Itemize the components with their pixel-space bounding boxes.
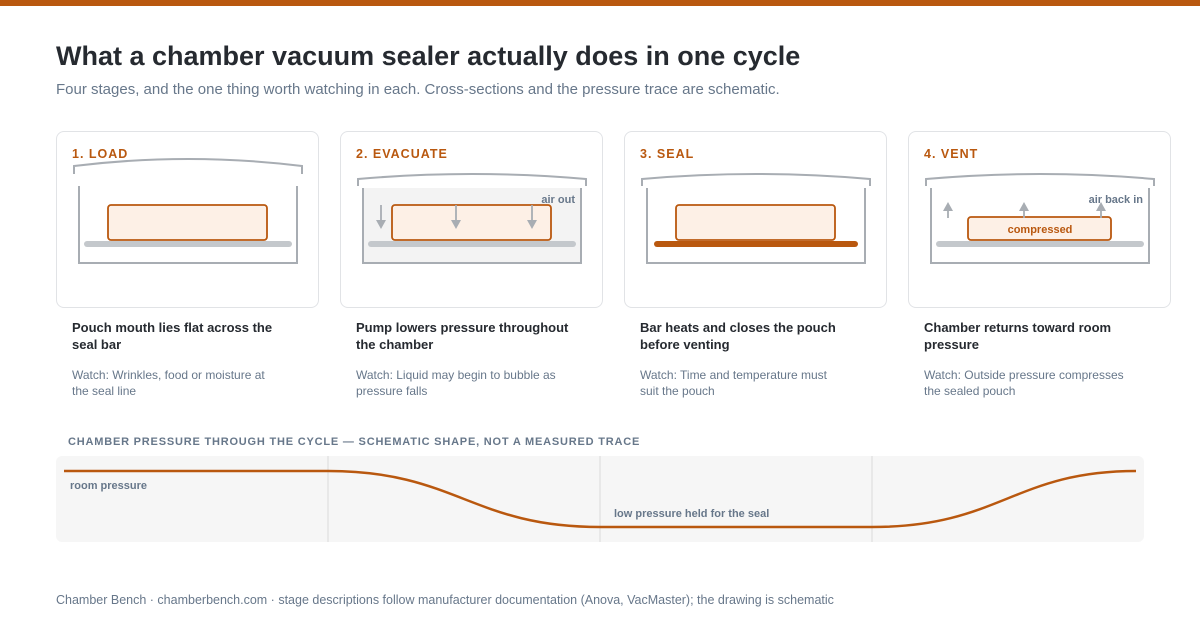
pouch: [391, 204, 552, 241]
chamber-walls: [930, 188, 1150, 264]
stage-watch-note: Watch: Liquid may begin to bubble as pre…: [356, 368, 556, 398]
pressure-trace-title: CHAMBER PRESSURE THROUGH THE CYCLE — SCH…: [68, 436, 641, 448]
chamber-walls: [362, 188, 582, 264]
chamber-lid: [641, 173, 871, 186]
stage-heading: Pouch mouth lies flat across the seal ba…: [72, 320, 273, 352]
trace-label-room-pressure: room pressure: [70, 480, 148, 492]
stage-watch-note: Watch: Wrinkles, food or moisture at the…: [72, 368, 265, 398]
stage-card-load: 1. LOAD: [56, 131, 319, 308]
chamber-diagram-seal: [641, 173, 871, 264]
page-subtitle: Four stages, and the one thing worth wat…: [56, 81, 780, 98]
pouch: [107, 204, 268, 241]
chamber-diagram-load: [73, 158, 303, 264]
compressed-pouch: [967, 216, 1112, 241]
stage-label: 3. SEAL: [640, 147, 695, 161]
chamber-lid: [925, 173, 1155, 186]
annotation-air-back-in: air back in: [1089, 194, 1144, 206]
air-in-arrows: [943, 202, 1106, 218]
stage-card-evacuate: air out 2. EVACUATE: [340, 131, 603, 308]
chamber-lid: [357, 173, 587, 186]
pouch-label-compressed: compressed: [1008, 224, 1073, 236]
stage-card-vent: air back in compressed 4. VENT: [908, 131, 1171, 308]
pressure-trace-chart: [64, 456, 1137, 542]
stage-heading: Chamber returns toward room pressure: [924, 320, 1112, 352]
stage-label: 4. VENT: [924, 147, 979, 161]
chamber-walls: [78, 186, 298, 264]
stage-card-seal: 3. SEAL: [624, 131, 887, 308]
stage-heading: Pump lowers pressure throughout the cham…: [356, 320, 569, 352]
air-out-arrows: [376, 205, 537, 229]
stage-label: 2. EVACUATE: [356, 147, 448, 161]
chamber-walls: [646, 188, 866, 264]
footer-credit: Chamber Bench · chamberbench.com · stage…: [56, 593, 834, 607]
stage-label: 1. LOAD: [72, 147, 129, 161]
chamber-diagram-vent: air back in compressed: [925, 173, 1155, 264]
accent-top-bar: [0, 0, 1200, 6]
annotation-air-out: air out: [541, 194, 575, 206]
stage-watch-note: Watch: Outside pressure compresses the s…: [924, 368, 1124, 398]
chamber-diagram-evacuate: air out: [357, 173, 587, 264]
stage-heading: Bar heats and closes the pouch before ve…: [640, 320, 836, 352]
stage-seal: 3. SEAL Bar heats and closes the pouch b…: [624, 131, 887, 399]
stage-watch-note: Watch: Time and temperature must suit th…: [640, 368, 827, 398]
trace-label-low-pressure: low pressure held for the seal: [614, 508, 770, 520]
stage-load: 1. LOAD Pouch mouth lies flat across the…: [56, 131, 319, 399]
stage-vent: air back in compressed 4. VENT Chamber r…: [908, 131, 1171, 399]
stage-evacuate: air out 2. EVACUATE Pump lowers pressure…: [340, 131, 603, 399]
pressure-curve: [64, 469, 1137, 529]
page-title: What a chamber vacuum sealer actually do…: [56, 41, 801, 71]
chamber-lid: [73, 158, 303, 174]
pressure-trace-panel: room pressure low pressure held for the …: [56, 456, 1144, 542]
pouch: [675, 204, 836, 241]
